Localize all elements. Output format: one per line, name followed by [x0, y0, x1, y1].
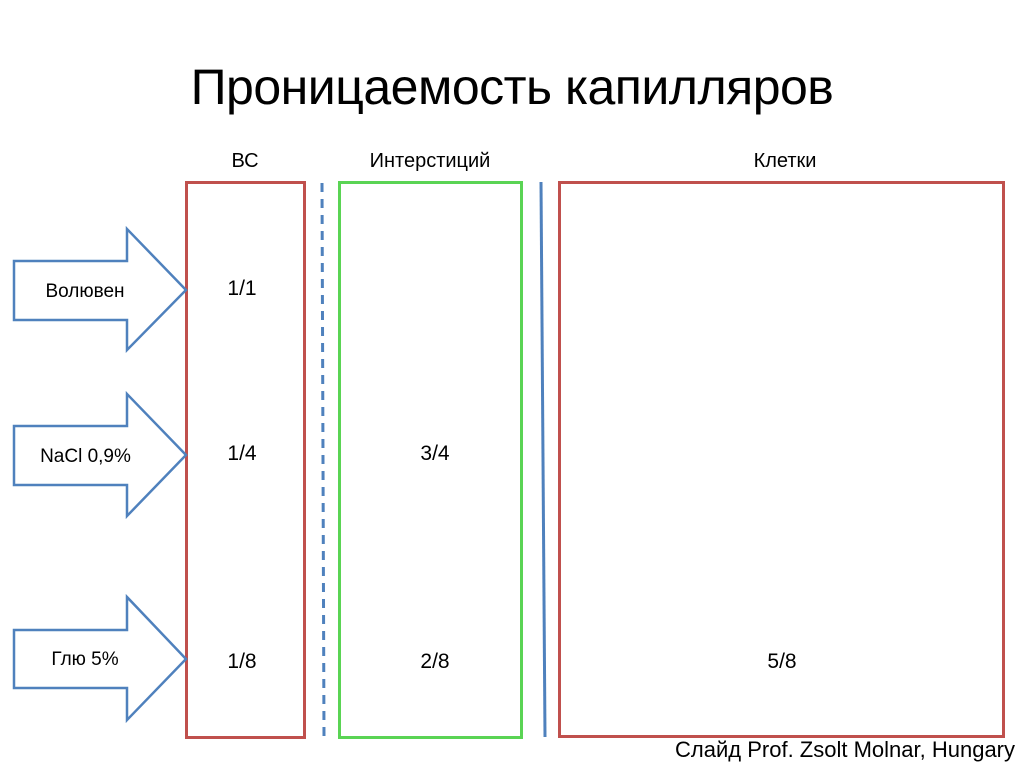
vs-value-row2: 1/4 [227, 442, 257, 465]
infusion-label-glucose: Глю 5% [51, 649, 119, 670]
cells-box [558, 181, 1005, 738]
arrow-right-icon [12, 593, 188, 724]
vascular-space-box [185, 181, 306, 739]
slide-title: Проницаемость капилляров [190, 59, 834, 115]
interstitium-value-row3: 2/8 [420, 650, 450, 673]
column-label-cells: Клетки [753, 150, 817, 172]
arrow-right-icon [12, 390, 188, 520]
interstitium-box [338, 181, 523, 739]
cell-membrane-solid-line [539, 181, 547, 738]
vs-value-row3: 1/8 [227, 650, 257, 673]
interstitium-value-row2: 3/4 [420, 442, 450, 465]
cells-value-row3: 5/8 [767, 650, 797, 673]
column-label-interstitium: Интерстиций [369, 150, 491, 172]
slide-credit: Слайд Prof. Zsolt Molnar, Hungary [675, 737, 1015, 762]
arrow-right-icon [12, 225, 188, 354]
infusion-label-nacl: NaCl 0,9% [40, 446, 131, 467]
capillary-membrane-dashed-line [320, 182, 326, 739]
vs-value-row1: 1/1 [227, 277, 257, 300]
infusion-label-voluven: Волювен [45, 281, 125, 302]
column-label-vs: ВС [231, 150, 259, 172]
